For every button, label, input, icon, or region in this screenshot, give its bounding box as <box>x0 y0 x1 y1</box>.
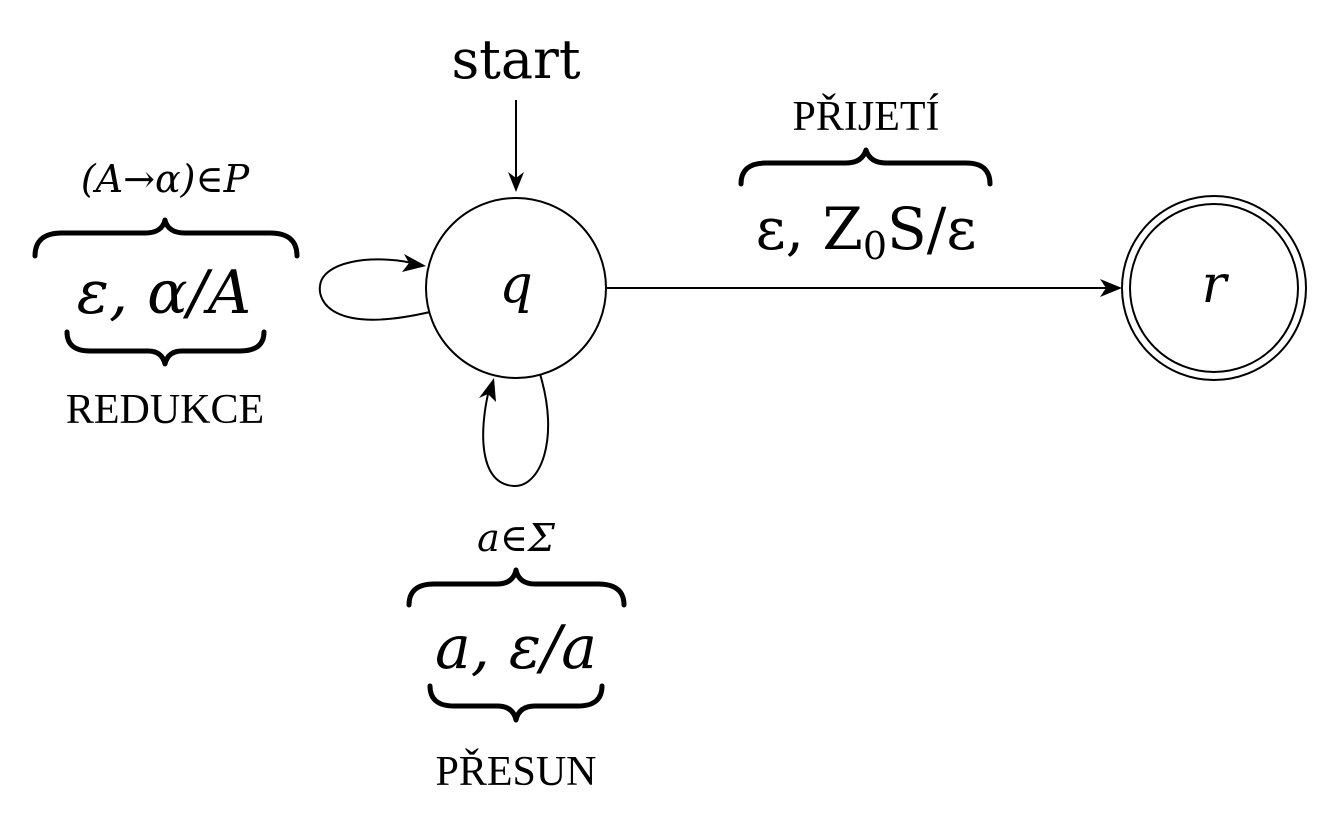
reduction-label: ε, α/A <box>77 258 251 328</box>
shift-name: PŘESUN <box>435 748 596 795</box>
state-q: q <box>425 197 607 379</box>
shift-label: a, ε/a <box>435 613 597 683</box>
shift-underbrace <box>427 683 605 723</box>
reduction-name: REDUKCE <box>66 387 264 433</box>
start-arrow <box>508 100 524 192</box>
reduction-underbrace <box>64 329 267 367</box>
transition-shift-loop <box>479 373 550 488</box>
state-r-label: r <box>1202 255 1230 315</box>
start-label: start <box>451 28 580 91</box>
reduction-condition: (A→α)∈P <box>81 157 251 201</box>
accept-label-post: S/ε <box>887 195 976 263</box>
accept-label-pre: ε, Z <box>756 195 863 263</box>
accept-label: ε, Z0S/ε <box>756 195 977 268</box>
transition-accept-arrow <box>607 279 1122 297</box>
accept-name: PŘIJETÍ <box>793 93 940 140</box>
svg-text:ε, Z0S/ε: ε, Z0S/ε <box>756 195 977 268</box>
reduction-overbrace <box>32 217 300 259</box>
state-q-label: q <box>499 255 532 315</box>
accept-label-sub: 0 <box>863 224 887 268</box>
shift-condition: a∈Σ <box>477 516 556 560</box>
shift-overbrace <box>406 567 627 608</box>
transition-reduction-loop <box>318 254 431 321</box>
accept-overbrace <box>738 147 993 187</box>
state-r: r <box>1121 195 1307 381</box>
